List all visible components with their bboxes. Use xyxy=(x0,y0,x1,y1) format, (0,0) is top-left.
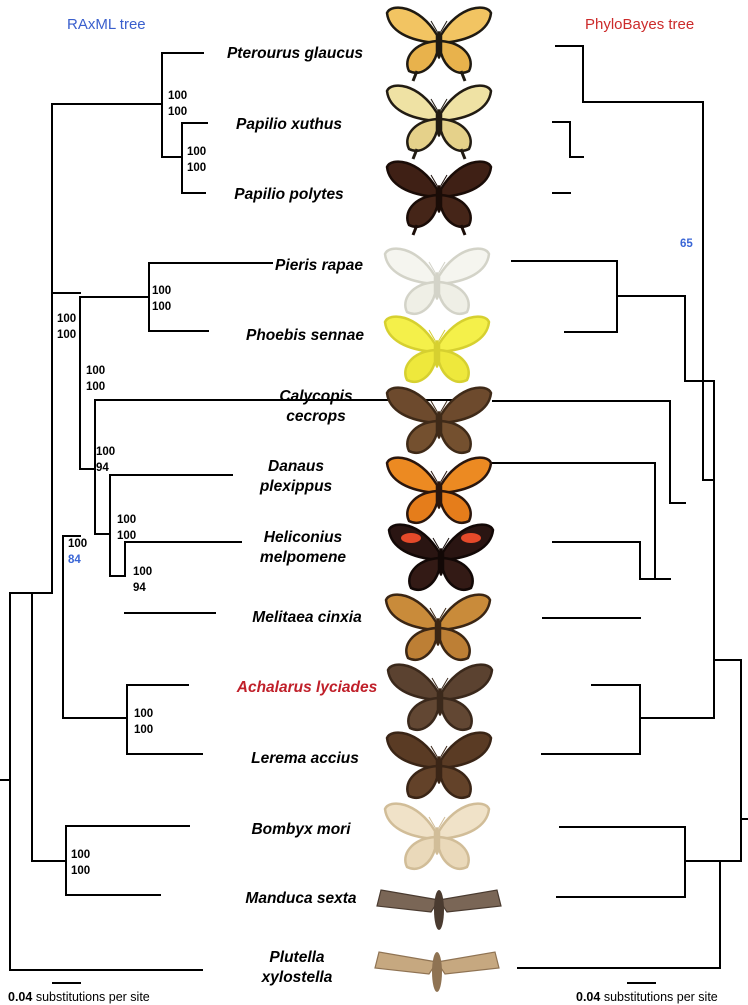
species-name-line: plexippus xyxy=(259,478,333,495)
support-value-top: 100 xyxy=(133,566,152,578)
clouded-skipper-image xyxy=(385,731,493,799)
silkworm-moth-image xyxy=(383,802,491,870)
diamondback-moth-image xyxy=(374,951,500,992)
species-name-line: Phoebis sennae xyxy=(246,327,364,344)
phylobayes-branch-6 xyxy=(541,684,715,755)
species-label: Heliconius melpomene xyxy=(260,529,347,566)
species-label: Papilio xuthus xyxy=(236,116,342,133)
postman-butterfly-image xyxy=(387,523,495,591)
species-images xyxy=(374,6,502,992)
species-label: Pieris rapae xyxy=(275,257,363,274)
phylobayes-tree-branches xyxy=(466,45,748,969)
species-name-line: Achalarus lyciades xyxy=(236,679,378,696)
support-value-bottom: 100 xyxy=(187,162,206,174)
support-value-bottom: 100 xyxy=(117,530,136,542)
cabbage-white-butterfly-image xyxy=(383,247,491,315)
species-name-line: Plutella xyxy=(269,949,325,966)
species-name-line: Pterourus glaucus xyxy=(227,45,363,62)
red-banded-hairstreak-butterfly-image xyxy=(385,386,493,454)
raxml-tree-title: RAxML tree xyxy=(67,16,146,33)
raxml-support-values: 100 100 100 100 100 100 100 100 100 100 100 94 100 10… xyxy=(57,90,206,877)
phylobayes-scale-label: 0.04 substitutions per site xyxy=(576,990,718,1004)
support-value-bottom: 84 xyxy=(68,554,81,566)
phylobayes-support-value: 65 xyxy=(680,238,693,250)
species-name-line: Lerema accius xyxy=(251,750,359,767)
hoary-edge-skipper-image xyxy=(386,663,494,731)
glanville-fritillary-butterfly-image xyxy=(384,593,492,661)
common-mormon-butterfly-image xyxy=(385,160,493,236)
phylobayes-branch-8 xyxy=(517,826,742,969)
support-value-bottom: 100 xyxy=(152,301,171,313)
support-value-top: 100 xyxy=(117,514,136,526)
support-value-top: 100 xyxy=(86,365,105,377)
raxml-branch-3 xyxy=(126,684,203,755)
support-value-top: 100 xyxy=(71,849,90,861)
raxml-branch-5 xyxy=(62,535,81,719)
support-value-bottom: 94 xyxy=(96,462,109,474)
species-name-line: Papilio polytes xyxy=(234,186,344,203)
species-label: Melitaea cinxia xyxy=(252,609,362,626)
species-name-line: Melitaea cinxia xyxy=(252,609,362,626)
support-value-bottom: 100 xyxy=(57,329,76,341)
species-name-line: Pieris rapae xyxy=(275,257,363,274)
species-label: Achalarus lyciades xyxy=(236,679,378,696)
species-name-line: Manduca sexta xyxy=(245,890,357,907)
raxml-scale-bar: 0.04 substitutions per site xyxy=(8,982,150,1004)
phylobayes-scale-bar: 0.04 substitutions per site xyxy=(576,982,718,1004)
species-label: Calycopis cecrops xyxy=(279,388,353,425)
phylobayes-branch-2 xyxy=(582,101,704,243)
support-value-bottom: 94 xyxy=(133,582,146,594)
species-name-line: Danaus xyxy=(268,458,324,475)
tobacco-hornworm-moth-image xyxy=(376,889,502,930)
support-value-top: 100 xyxy=(168,90,187,102)
support-value-top: 100 xyxy=(187,146,206,158)
species-name-line: Papilio xuthus xyxy=(236,116,342,133)
support-value-top: 100 xyxy=(68,538,87,550)
species-name-line: Bombyx mori xyxy=(251,821,351,838)
support-value-bottom: 100 xyxy=(86,381,105,393)
phylobayes-branch-4 xyxy=(466,260,715,619)
raxml-branch-2 xyxy=(79,262,489,614)
species-label: Lerema accius xyxy=(251,750,359,767)
raxml-branch-10 xyxy=(0,592,203,971)
species-name-line: melpomene xyxy=(260,549,347,566)
species-name-line: Heliconius xyxy=(264,529,343,546)
species-label: Manduca sexta xyxy=(245,890,357,907)
raxml-scale-label: 0.04 substitutions per site xyxy=(8,990,150,1004)
asian-swallowtail-butterfly-image xyxy=(385,84,493,160)
species-label: Bombyx mori xyxy=(251,821,351,838)
species-name-line: xylostella xyxy=(261,969,333,986)
tiger-swallowtail-butterfly-image xyxy=(385,6,493,82)
support-value-top: 100 xyxy=(134,708,153,720)
species-label: Phoebis sennae xyxy=(246,327,364,344)
monarch-butterfly-image xyxy=(385,456,493,524)
support-value-top: 100 xyxy=(152,285,171,297)
species-name-line: Calycopis xyxy=(279,388,353,405)
support-value-top: 100 xyxy=(96,446,115,458)
raxml-branch-7 xyxy=(51,103,163,294)
phylobayes-branch-3 xyxy=(702,241,715,481)
species-label: Danaus plexippus xyxy=(259,458,333,495)
raxml-tree-branches xyxy=(0,52,489,971)
support-value-bottom: 100 xyxy=(134,724,153,736)
support-value-bottom: 100 xyxy=(168,106,187,118)
raxml-branch-9 xyxy=(31,292,190,896)
species-label: Papilio polytes xyxy=(234,186,344,203)
phylobayes-branch-1 xyxy=(552,45,584,194)
cloudless-sulphur-butterfly-image xyxy=(383,315,491,383)
species-label: Plutella xylostella xyxy=(261,949,333,986)
species-name-line: cecrops xyxy=(286,408,346,425)
support-value-bottom: 100 xyxy=(71,865,90,877)
support-value-top: 100 xyxy=(57,313,76,325)
phylobayes-tree-title: PhyloBayes tree xyxy=(585,16,694,33)
phylobayes-branch-7 xyxy=(713,659,742,862)
species-label: Pterourus glaucus xyxy=(227,45,363,62)
